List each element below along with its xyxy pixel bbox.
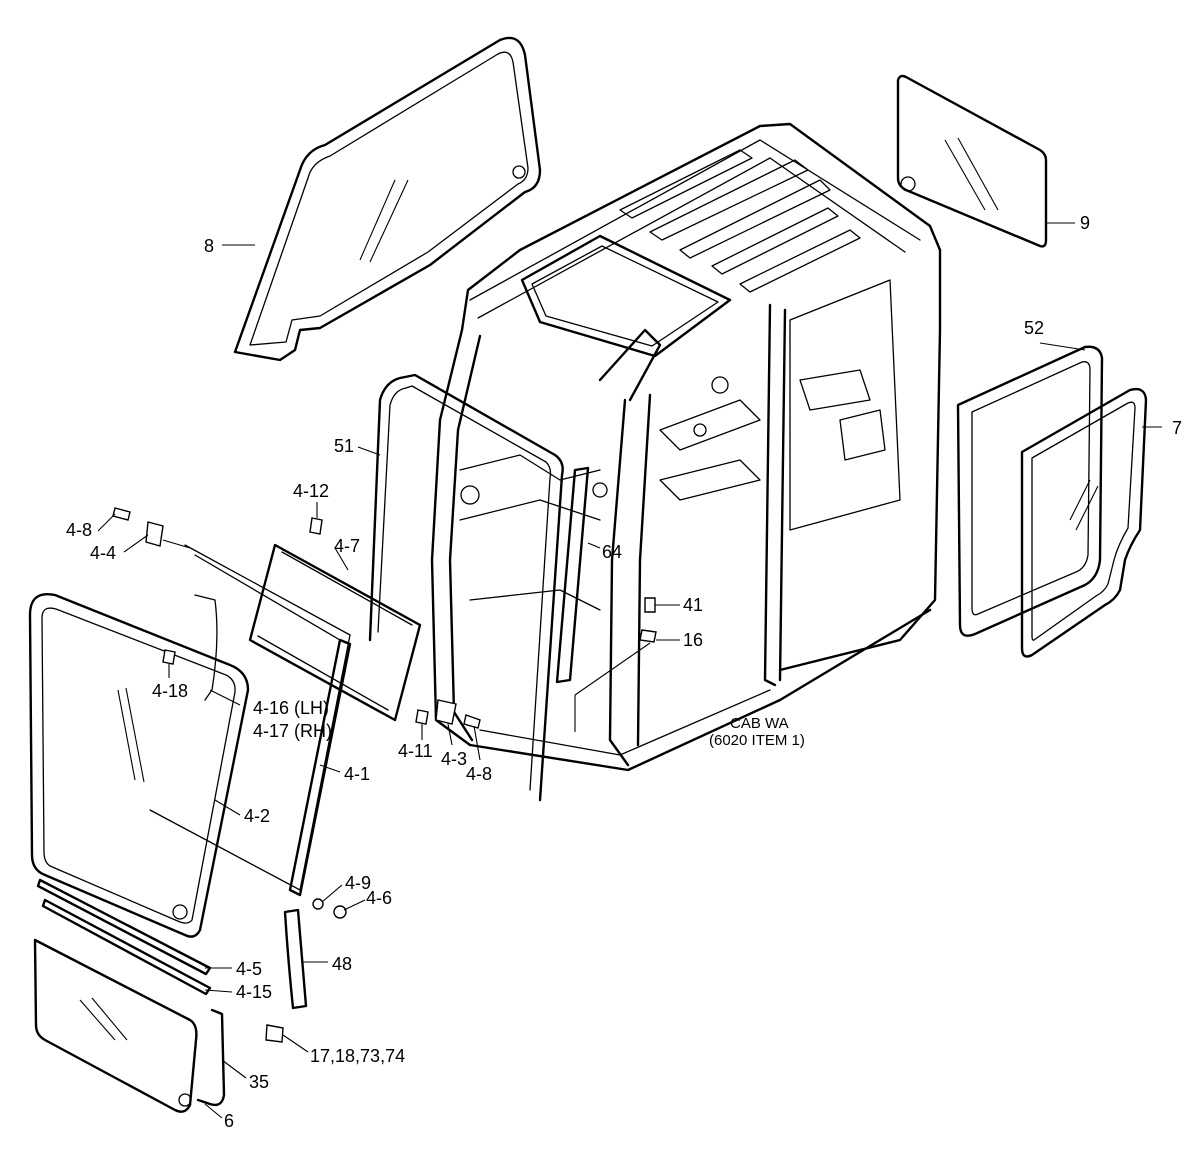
part-4-2-frame (149, 544, 351, 891)
label-52: 52 (1024, 318, 1044, 338)
label-4-6: 4-6 (366, 888, 392, 908)
label-4-16: 4-16 (LH) (253, 698, 329, 718)
label-9: 9 (1080, 213, 1090, 233)
label-4-18: 4-18 (152, 681, 188, 701)
part-51-door-seal (368, 373, 564, 802)
label-4-8-top: 4-8 (66, 520, 92, 540)
part-64-strip (555, 466, 590, 684)
caption-line-1: CAB WA (730, 715, 789, 732)
label-4-4: 4-4 (90, 543, 116, 563)
label-4-11: 4-11 (398, 741, 433, 761)
label-35: 35 (249, 1072, 269, 1092)
caption-line-2: (6020 ITEM 1) (709, 732, 805, 749)
label-4-8-bottom: 4-8 (466, 764, 492, 784)
part-6-lower-glass (33, 938, 198, 1113)
label-6: 6 (224, 1111, 234, 1131)
part-9-rear-glass (896, 74, 1048, 248)
label-4-1: 4-1 (344, 764, 370, 784)
label-4-5: 4-5 (236, 959, 262, 979)
label-4-3: 4-3 (441, 749, 467, 769)
part-4-2-door-window (28, 593, 250, 938)
part-7-side-glass (1020, 387, 1148, 658)
cab-frame (430, 122, 942, 772)
part-52-side-glass-seal (956, 345, 1104, 637)
part-4-7-frame (248, 543, 422, 722)
label-4-9: 4-9 (345, 873, 371, 893)
cab-caption: CAB WA (6020 ITEM 1) (709, 715, 805, 749)
hardware-parts (112, 507, 657, 1043)
label-41: 41 (683, 595, 703, 615)
label-4-12: 4-12 (293, 481, 329, 501)
label-64: 64 (602, 542, 622, 562)
label-16: 16 (683, 630, 703, 650)
part-4-1-channel (288, 638, 352, 897)
label-4-2: 4-2 (244, 806, 270, 826)
part-4-15-rail (41, 898, 212, 996)
part-35-seal (196, 1008, 226, 1107)
part-48-seal (283, 908, 308, 1010)
label-51: 51 (334, 436, 354, 456)
part-8-upper-windshield (233, 36, 542, 362)
part-4-5-rail (36, 878, 212, 976)
leader-lines (97, 222, 1162, 1119)
label-48: 48 (332, 954, 352, 974)
label-4-15: 4-15 (236, 982, 272, 1002)
label-4-17: 4-17 (RH) (253, 721, 332, 741)
label-8: 8 (204, 236, 214, 256)
label-4-7: 4-7 (334, 536, 360, 556)
callout-labels: 8 9 52 7 51 4-12 4-7 4-8 4-4 64 41 16 4-… (66, 213, 1182, 1131)
label-17-18-73-74: 17,18,73,74 (310, 1046, 405, 1066)
label-7: 7 (1172, 418, 1182, 438)
